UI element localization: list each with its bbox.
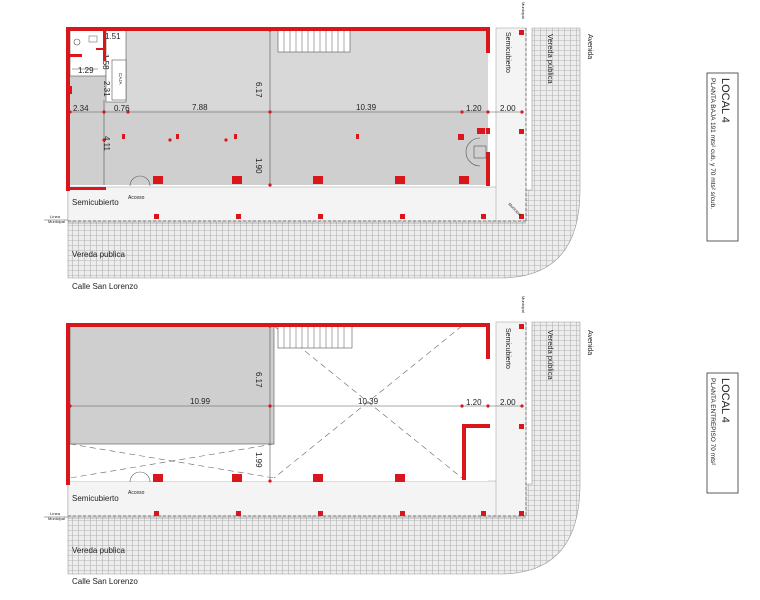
mezz-dim-200: 2.00 <box>500 398 516 407</box>
entrance-doors <box>129 137 487 187</box>
side-covered-label: Semicubierto <box>504 32 511 73</box>
ground-caption-subtitle: PLANTA BAJA 191 mts² cub. y 70 mts² s/cu… <box>709 78 716 209</box>
mezz-dim-617: 6.17 <box>254 372 263 388</box>
municipal-line-label: Línea <box>50 214 61 219</box>
access-label: Acceso <box>128 195 145 201</box>
stair <box>277 29 351 53</box>
dim-231: 2.31 <box>102 81 111 97</box>
dim-120: 1.20 <box>466 104 482 113</box>
mezzanine-plan: 10.99 10.39 1.20 2.00 6.17 1.99 Acceso S… <box>44 296 593 586</box>
dim-200: 2.00 <box>500 104 516 113</box>
mezzanine-caption: LOCAL 4 PLANTA ENTREPISO 70 mts² <box>706 372 739 494</box>
mezz-side-covered-label: Semicubierto <box>504 328 511 369</box>
dim-076: 0.76 <box>114 104 130 113</box>
dim-190: 1.90 <box>254 158 263 174</box>
sidewalk-label: Vereda publica <box>72 250 125 259</box>
side-sidewalk-label: Vereda pública <box>546 34 555 84</box>
mezz-side-sidewalk-label: Vereda pública <box>546 330 555 380</box>
mezz-dim-120: 1.20 <box>466 398 482 407</box>
ground-floor-plan: CAJA 1.51 1.58 1.29 2.31 2.34 0.76 7.88 … <box>44 2 593 291</box>
mezz-covered-label: Semicubierto <box>72 494 119 503</box>
wall-top <box>66 27 490 31</box>
mezz-caption-subtitle: PLANTA ENTREPISO 70 mts² <box>709 378 716 466</box>
avenue-label: Avenida <box>586 34 593 59</box>
void-cross <box>69 325 463 479</box>
mezz-wall-top <box>66 323 490 327</box>
ground-caption-title: LOCAL 4 <box>719 78 731 123</box>
mezz-access-label: Acceso <box>128 490 145 496</box>
covered-strip <box>67 186 499 222</box>
mezz-dim-190: 1.99 <box>254 452 263 468</box>
mezzanine-slab <box>69 325 275 445</box>
mezz-avenue-label: Avenida <box>586 330 593 355</box>
mezz-municipal-line-label-2: Municipal <box>48 516 65 521</box>
mezz-street-label: Calle San Lorenzo <box>72 577 138 586</box>
columns-ground <box>122 30 524 219</box>
mezz-municipal-line-label: Línea <box>50 511 61 516</box>
mezz-dim-1099: 10.99 <box>190 397 211 406</box>
municipal-line-top-label: Municipal <box>521 2 526 19</box>
dim-151: 1.51 <box>105 32 121 41</box>
dim-234: 2.34 <box>73 104 89 113</box>
street-label: Calle San Lorenzo <box>72 282 138 291</box>
dim-617: 6.17 <box>254 82 263 98</box>
mezz-municipal-line-top-label: Municipal <box>521 296 526 313</box>
dim-411: 4.11 <box>102 136 111 152</box>
dim-129: 1.29 <box>78 66 94 75</box>
wall-left <box>66 27 70 191</box>
wall-right <box>486 27 490 53</box>
cash-desk <box>111 59 127 101</box>
dim-1039: 10.39 <box>356 103 377 112</box>
bathroom <box>69 29 107 77</box>
mezz-stair <box>277 325 353 349</box>
mezz-caption-title: LOCAL 4 <box>719 378 731 423</box>
municipal-line-label-2: Municipal <box>48 219 65 224</box>
covered-label: Semicubierto <box>72 198 119 207</box>
ground-floor-caption: LOCAL 4 PLANTA BAJA 191 mts² cub. y 70 m… <box>706 72 739 242</box>
columns-mezzanine <box>153 324 524 516</box>
mezz-wall-left <box>66 323 70 485</box>
interior-clear-area <box>106 30 274 110</box>
dim-158: 1.58 <box>101 54 110 70</box>
mezz-dim-1039: 10.39 <box>358 397 379 406</box>
caja-label: CAJA <box>118 73 123 85</box>
dim-788: 7.88 <box>192 103 208 112</box>
mezz-sidewalk-label: Vereda publica <box>72 546 125 555</box>
